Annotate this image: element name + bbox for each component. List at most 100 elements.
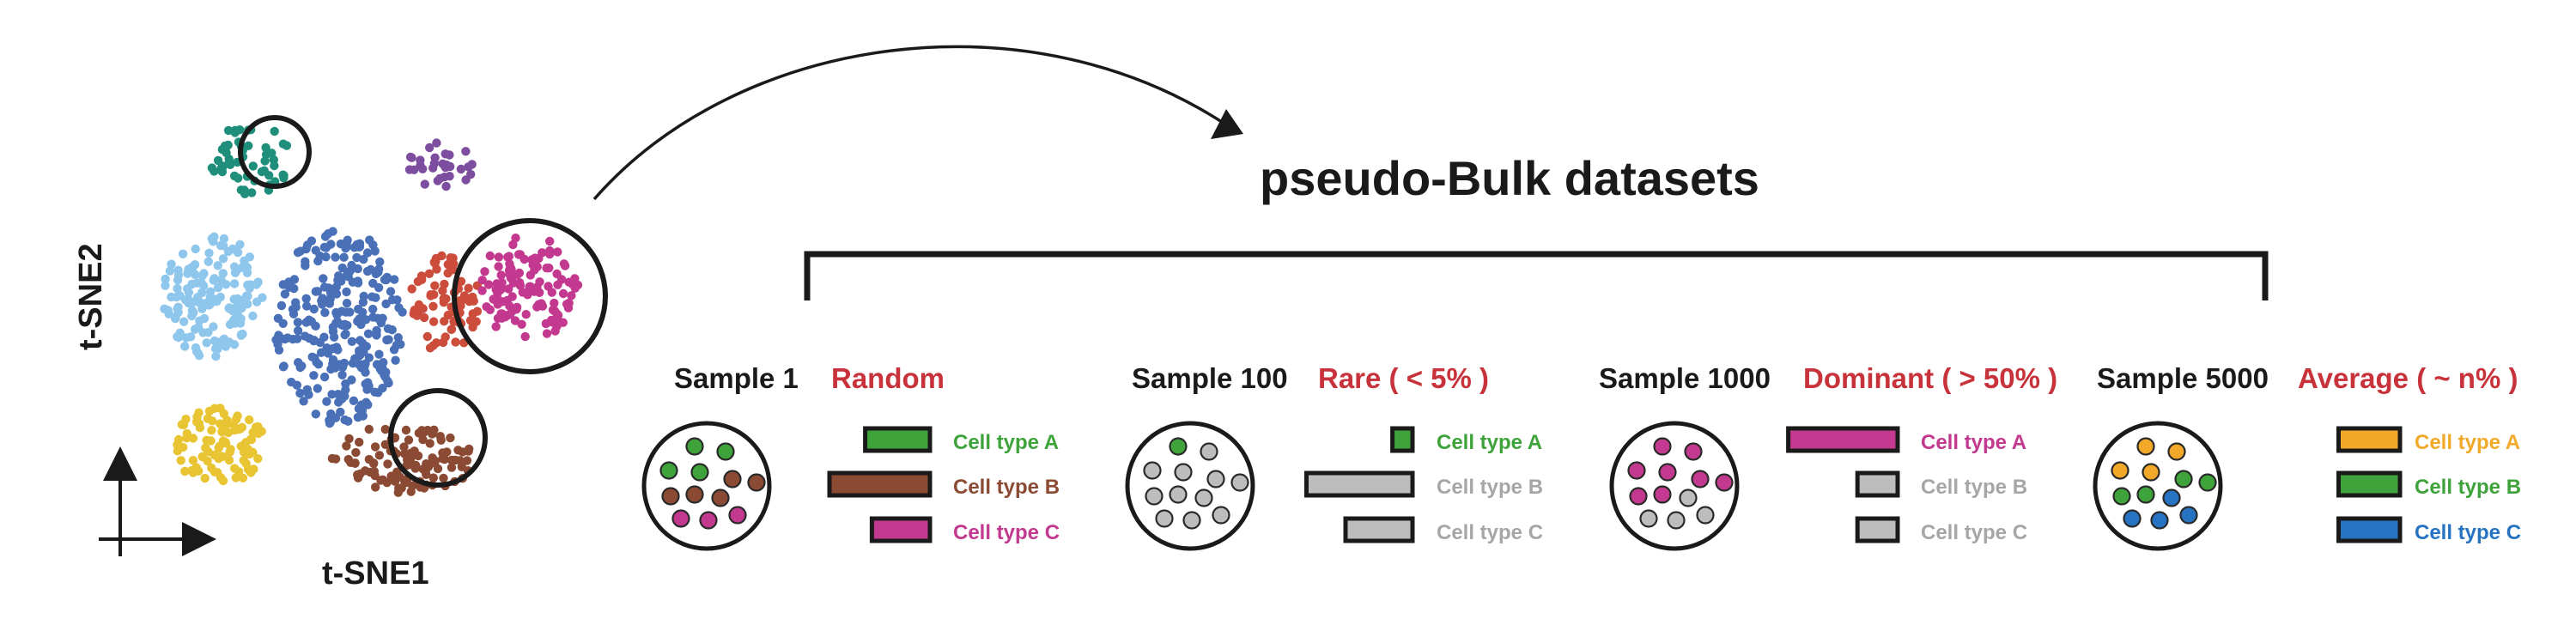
tsne-point (223, 246, 234, 257)
tsne-point (278, 362, 289, 372)
tsne-point (269, 155, 278, 165)
tsne-point (167, 259, 176, 269)
tsne-point (204, 257, 213, 266)
tsne-point (440, 149, 450, 159)
tsne-point (556, 275, 567, 284)
tsne-point (295, 388, 305, 398)
tsne-point (331, 289, 342, 299)
tsne-point (311, 410, 320, 419)
sample-cell-dot (1667, 511, 1686, 530)
tsne-point (370, 387, 380, 397)
tsne-point (210, 274, 219, 283)
tsne-point (328, 323, 337, 332)
bar-labels: Cell type A Cell type B Cell type C (1437, 431, 1543, 544)
tsne-point (362, 385, 372, 394)
sample-scenario: Dominant ( > 50% ) (1803, 362, 2057, 394)
sample-cell-dot (2136, 485, 2155, 504)
tsne-point (419, 312, 429, 323)
tsne-point (204, 248, 214, 258)
tsne-point (368, 304, 378, 314)
tsne-point (325, 418, 335, 428)
tsne-point (353, 278, 363, 288)
tsne-point (353, 470, 362, 480)
tsne-point (184, 288, 194, 297)
bar-label: Cell type C (1921, 521, 2027, 544)
sampling-circle (452, 218, 608, 374)
sample-cell-dot (2198, 473, 2217, 492)
tsne-point (180, 466, 190, 476)
tsne-point (274, 345, 284, 355)
tsne-point (355, 314, 364, 324)
sample-cell-dot (661, 487, 680, 506)
tsne-point (428, 163, 438, 173)
tsne-point (430, 281, 440, 290)
composition-bar (1343, 516, 1415, 543)
tsne-point (357, 405, 368, 416)
tsne-point (347, 375, 356, 385)
tsne-point (573, 280, 583, 290)
tsne-point (202, 338, 211, 348)
tsne-point (225, 447, 234, 457)
tsne-point (462, 456, 472, 465)
x-axis-label: t-SNE1 (322, 555, 429, 592)
tsne-point (307, 236, 317, 246)
tsne-point (208, 416, 217, 426)
tsne-point (163, 306, 173, 315)
tsne-point (278, 139, 289, 149)
tsne-point (496, 270, 506, 280)
tsne-point (449, 259, 459, 269)
tsne-point (359, 254, 368, 264)
tsne-point (412, 311, 422, 320)
tsne-point (538, 248, 547, 258)
sample-name: Sample 1 (674, 362, 799, 394)
tsne-point (340, 391, 349, 401)
tsne-point (331, 363, 340, 373)
bar-label: Cell type B (2415, 476, 2521, 499)
tsne-point (362, 248, 373, 258)
tsne-point (293, 326, 303, 336)
tsne-point (353, 264, 362, 274)
tsne-point (496, 285, 506, 294)
tsne-point (342, 441, 351, 451)
composition-bar (2336, 470, 2403, 498)
tsne-point (229, 262, 240, 271)
tsne-point (337, 370, 347, 379)
tsne-point (437, 251, 447, 261)
tsne-point (240, 189, 250, 198)
tsne-point (396, 339, 405, 349)
tsne-point (381, 367, 391, 377)
tsne-point (465, 295, 476, 306)
tsne-point (368, 292, 377, 301)
tsne-point (216, 292, 225, 302)
tsne-point (186, 466, 197, 476)
tsne-point (364, 353, 374, 362)
tsne-point (507, 264, 516, 274)
composition-bar (869, 516, 933, 543)
tsne-point (289, 275, 300, 284)
tsne-point (456, 276, 466, 286)
tsne-point (161, 274, 170, 284)
bar-labels: Cell type A Cell type B Cell type C (2415, 431, 2521, 544)
sample-cell-dot (1206, 470, 1225, 488)
tsne-point (276, 300, 287, 311)
tsne-point (364, 454, 374, 464)
tsne-point (363, 378, 373, 387)
tsne-point (319, 372, 330, 382)
tsne-point (361, 342, 371, 351)
tsne-point (313, 384, 322, 393)
tsne-point (422, 331, 432, 342)
tsne-point (363, 400, 373, 410)
tsne-point (293, 318, 303, 327)
composition-bar (1304, 470, 1415, 498)
tsne-point (309, 304, 319, 314)
sample-cell-dot (659, 461, 678, 480)
tsne-point (322, 397, 331, 406)
tsne-point (216, 240, 226, 251)
tsne-point (355, 437, 364, 447)
tsne-point (416, 155, 425, 165)
tsne-point (355, 336, 365, 345)
sample-name: Sample 5000 (2097, 362, 2269, 394)
sample-panel: Sample 5000 Average ( ~ n% ) Cell type A… (2093, 362, 2521, 551)
tsne-point (173, 270, 184, 280)
tsne-point (260, 156, 270, 166)
